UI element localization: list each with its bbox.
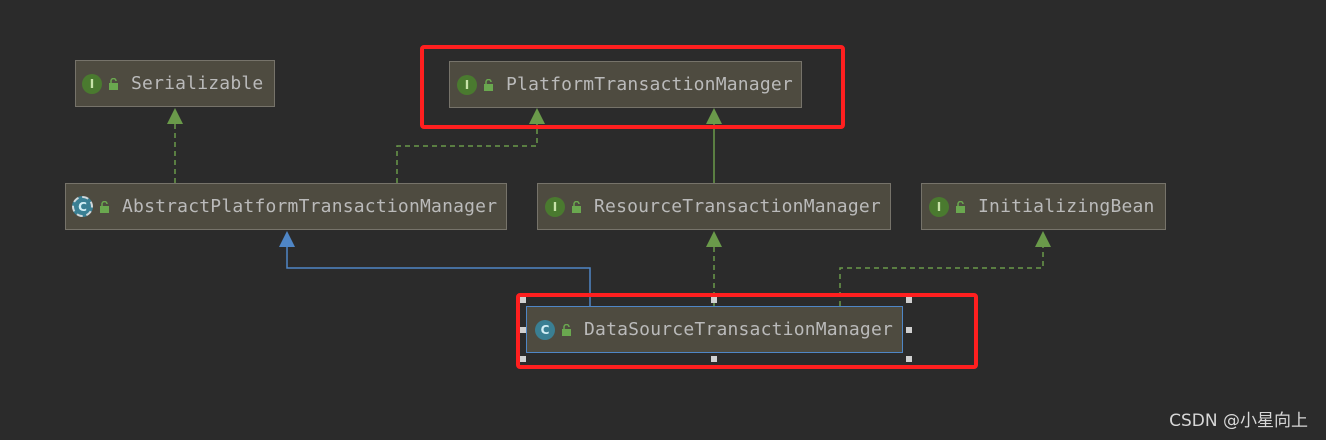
unlocked-icon	[956, 200, 965, 213]
unlocked-icon	[100, 200, 109, 213]
node-datasource-transaction-manager[interactable]: C DataSourceTransactionManager	[526, 306, 903, 353]
node-resource-transaction-manager[interactable]: I ResourceTransactionManager	[537, 183, 891, 230]
resize-handle-bottom-center[interactable]	[711, 356, 717, 362]
edge-abstract-to-serializable	[167, 108, 183, 183]
highlight-platform-transaction-manager	[420, 45, 845, 129]
resize-handle-middle-left[interactable]	[520, 327, 526, 333]
resize-handle-bottom-left[interactable]	[520, 356, 526, 362]
unlocked-icon	[484, 78, 493, 91]
interface-icon: I	[457, 74, 477, 95]
interface-icon: I	[929, 196, 949, 217]
node-label: AbstractPlatformTransactionManager	[122, 196, 498, 217]
node-label: PlatformTransactionManager	[506, 74, 793, 95]
unlocked-icon	[109, 77, 118, 90]
node-label: Serializable	[131, 73, 264, 94]
resize-handle-top-center[interactable]	[711, 297, 717, 303]
unlocked-icon	[572, 200, 581, 213]
node-label: ResourceTransactionManager	[594, 196, 881, 217]
resize-handle-bottom-right[interactable]	[906, 356, 912, 362]
edge-datasource-to-abstract	[279, 231, 591, 306]
edge-resource-to-platform	[706, 108, 722, 183]
node-abstract-platform-transaction-manager[interactable]: C AbstractPlatformTransactionManager	[65, 183, 507, 230]
node-platform-transaction-manager[interactable]: I PlatformTransactionManager	[449, 61, 802, 108]
abstract-class-icon: C	[72, 196, 93, 217]
node-label: InitializingBean	[978, 196, 1155, 217]
class-icon: C	[535, 319, 555, 340]
resize-handle-top-left[interactable]	[520, 297, 526, 303]
edge-abstract-to-platform	[396, 108, 545, 183]
edge-datasource-to-initializingbean	[839, 231, 1051, 306]
watermark: CSDN @小星向上	[1169, 411, 1308, 431]
node-serializable[interactable]: I Serializable	[75, 60, 275, 107]
interface-icon: I	[82, 73, 102, 94]
unlocked-icon	[562, 323, 571, 336]
resize-handle-middle-right[interactable]	[906, 327, 912, 333]
highlight-datasource-transaction-manager	[516, 293, 978, 369]
node-initializing-bean[interactable]: I InitializingBean	[921, 183, 1166, 230]
resize-handle-top-right[interactable]	[906, 297, 912, 303]
node-label: DataSourceTransactionManager	[584, 319, 894, 340]
interface-icon: I	[545, 196, 565, 217]
